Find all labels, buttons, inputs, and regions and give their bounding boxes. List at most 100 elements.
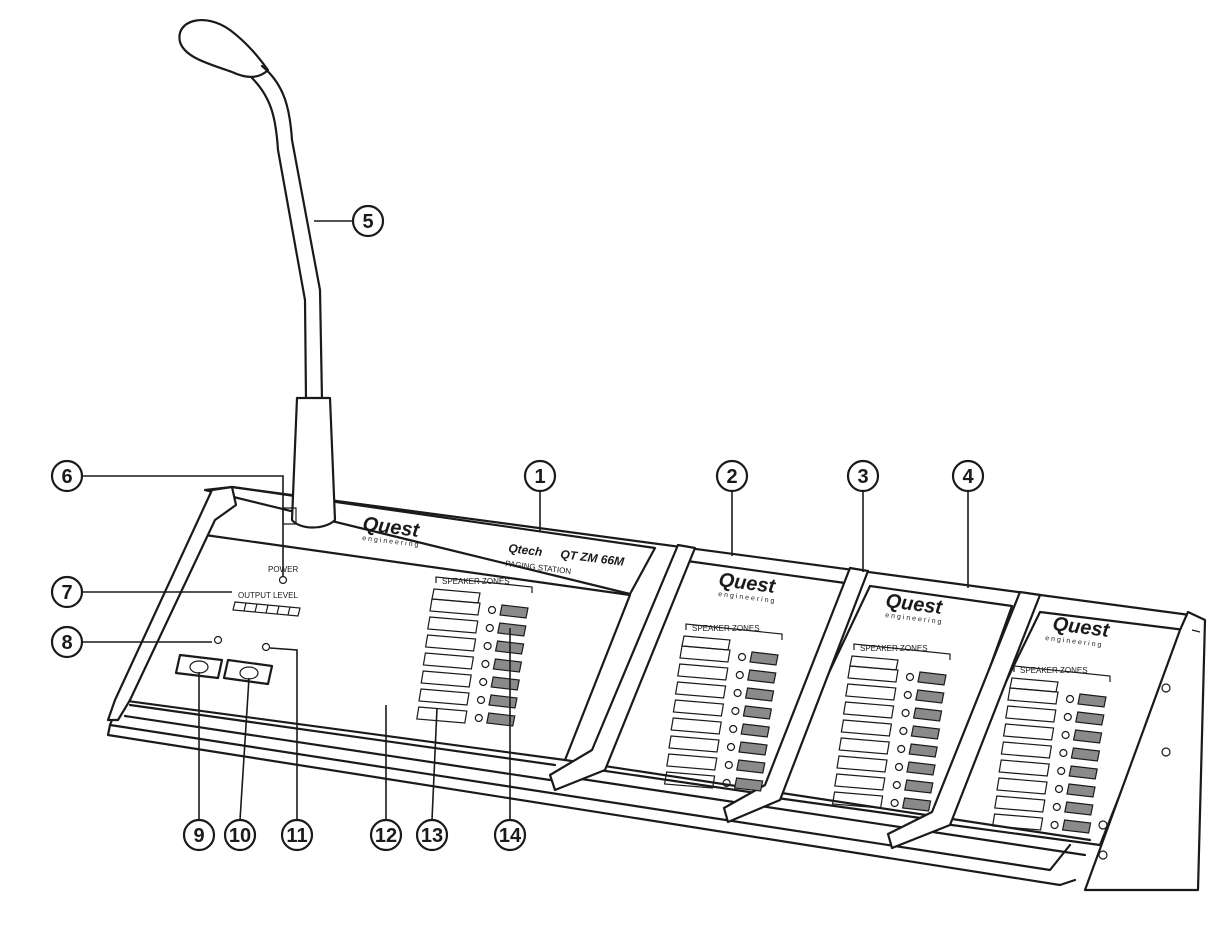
zone-led: [899, 726, 908, 736]
zone-led: [1050, 820, 1059, 830]
zone-row: [677, 663, 777, 684]
zone-select-button[interactable]: [749, 651, 779, 666]
zone-label-slot: [666, 753, 718, 771]
svg-text:11: 11: [286, 825, 307, 847]
zone-row: [1005, 705, 1105, 726]
zone-row: [427, 616, 527, 637]
zone-label-slot: [842, 701, 895, 719]
zone-label-slot: [679, 645, 731, 663]
zone-led: [737, 652, 747, 662]
svg-text:14: 14: [499, 825, 522, 847]
zone-select-button[interactable]: [736, 759, 766, 774]
zone-led: [897, 744, 906, 754]
callout-7: 7: [50, 575, 84, 609]
zone-select-button[interactable]: [904, 779, 934, 794]
zone-label-slot: [418, 688, 470, 706]
zone-select-button[interactable]: [499, 604, 529, 619]
zone-label-slot: [668, 735, 720, 753]
zone-label-slot: [429, 598, 481, 616]
zone-row: [666, 753, 766, 774]
zone-select-button[interactable]: [742, 705, 773, 720]
zone-row: [670, 717, 770, 738]
zone-row: [847, 665, 947, 686]
zone-row: [663, 771, 764, 792]
zone-select-button[interactable]: [744, 687, 775, 702]
zone-select-button[interactable]: [490, 676, 520, 691]
zone-select-button[interactable]: [488, 694, 518, 709]
zone-led: [726, 742, 736, 752]
zone-led: [487, 605, 497, 615]
zone-select-button[interactable]: [1077, 693, 1107, 708]
button-10[interactable]: [222, 658, 274, 686]
zone-select-button[interactable]: [1070, 747, 1101, 762]
zone-row: [991, 813, 1092, 834]
zone-select-button[interactable]: [492, 658, 523, 673]
zone-label-slot: [663, 771, 716, 789]
led-8: [213, 635, 223, 645]
speaker-zone-group-1: SPEAKER ZONES: [416, 576, 533, 727]
zone-select-button[interactable]: [908, 743, 938, 758]
zone-led: [481, 659, 490, 669]
zone-select-button[interactable]: [738, 741, 768, 756]
zone-row: [845, 683, 945, 704]
zone-label-slot: [994, 795, 1046, 813]
zone-select-button[interactable]: [1066, 783, 1096, 798]
zone-led: [1061, 730, 1070, 740]
callout-1: 1: [523, 459, 557, 493]
zone-label-slot: [677, 663, 729, 681]
zone-select-button[interactable]: [486, 712, 516, 727]
zone-row: [836, 755, 936, 776]
zone-row: [998, 759, 1098, 780]
zone-label-slot: [1002, 723, 1055, 741]
zone-row: [840, 719, 941, 740]
zone-label-slot: [831, 791, 884, 809]
callout-11: 11: [280, 818, 314, 852]
svg-text:4: 4: [962, 466, 974, 488]
zone-select-button[interactable]: [910, 725, 941, 740]
zone-select-button[interactable]: [1075, 711, 1105, 726]
zone-select-button[interactable]: [747, 669, 777, 684]
zone-select-button[interactable]: [1061, 819, 1092, 834]
zone-led: [892, 780, 901, 790]
zone-select-button[interactable]: [915, 689, 945, 704]
zone-select-button[interactable]: [912, 707, 943, 722]
button-9[interactable]: [174, 653, 224, 680]
svg-text:3: 3: [857, 466, 868, 488]
zone-select-button[interactable]: [906, 761, 936, 776]
zone-row: [668, 735, 768, 756]
zone-label-slot: [1005, 705, 1057, 723]
zone-select-button[interactable]: [1068, 765, 1098, 780]
zone-label-slot: [998, 759, 1050, 777]
zone-select-button[interactable]: [901, 797, 932, 812]
qtech-logo: Qtech: [508, 541, 543, 559]
svg-text:7: 7: [61, 582, 72, 604]
zone-select-button[interactable]: [497, 622, 527, 637]
zone-select-button[interactable]: [1064, 801, 1094, 816]
zone-label-slot: [670, 717, 722, 735]
zone-row: [679, 645, 779, 666]
zone-led: [1057, 766, 1066, 776]
speaker-zone-group-2: SPEAKER ZONES: [663, 623, 783, 792]
zone-label-slot: [672, 699, 725, 717]
zone-row: [674, 681, 775, 702]
zone-label-slot: [838, 737, 890, 755]
zone-led: [724, 760, 733, 770]
zone-led: [903, 690, 912, 700]
zone-row: [672, 699, 773, 720]
zone-select-button[interactable]: [1072, 729, 1103, 744]
output-level-meter: [232, 601, 301, 617]
speaker-zones-label: SPEAKER ZONES: [860, 644, 928, 653]
zone-label-slot: [847, 665, 899, 683]
zone-select-button[interactable]: [917, 671, 947, 686]
svg-text:10: 10: [229, 825, 251, 847]
zone-row: [422, 652, 523, 673]
callout-12: 12: [369, 818, 403, 852]
zone-row: [1000, 741, 1101, 762]
zone-row: [842, 701, 943, 722]
zone-led: [1052, 802, 1061, 812]
zone-select-button[interactable]: [740, 723, 770, 738]
zone-select-button[interactable]: [733, 777, 764, 792]
